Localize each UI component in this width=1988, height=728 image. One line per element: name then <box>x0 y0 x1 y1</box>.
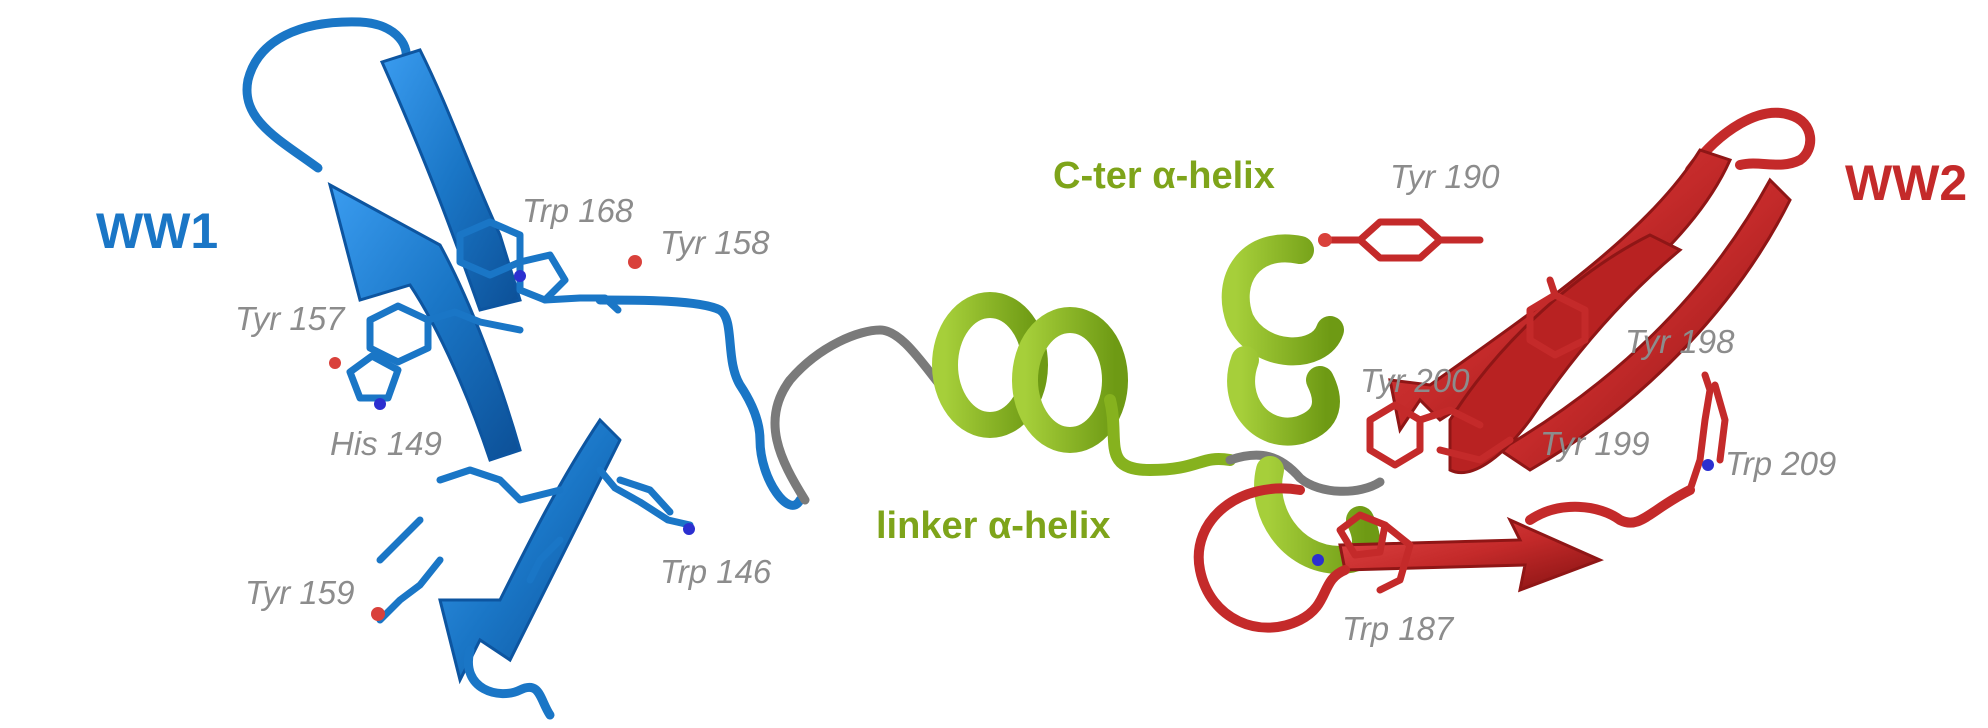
residue-label-his149: His 149 <box>330 425 442 462</box>
linker-to-ww2-gray-coil <box>1225 450 1385 496</box>
ww2-top-loop <box>1685 107 1816 175</box>
ww1-top-loop <box>242 17 411 173</box>
residue-label-tyr190: Tyr 190 <box>1390 158 1500 195</box>
ww1-label: WW1 <box>96 203 218 259</box>
residue-label-tyr198: Tyr 198 <box>1625 323 1735 360</box>
residue-label-tyr199: Tyr 199 <box>1540 425 1649 462</box>
cter-helix-label: C-ter α-helix <box>1053 155 1275 197</box>
cter-helix-structure <box>1221 234 1380 575</box>
ww2-beta-strand-3 <box>1338 516 1604 593</box>
ww1-bottom-loop <box>463 645 555 720</box>
residue-label-trp168: Trp 168 <box>522 192 634 229</box>
ww1-side-chains <box>346 218 694 624</box>
ww1-c-terminal-coil <box>595 295 805 510</box>
ww1-beta-strand-1 <box>379 48 522 312</box>
residue-label-tyr158: Tyr 158 <box>660 224 770 261</box>
ww2-domain-structure <box>1193 107 1816 633</box>
ww2-beta-strand-1 <box>1388 148 1733 434</box>
residue-label-tyr159: Tyr 159 <box>245 574 354 611</box>
linker-helix-structure <box>932 292 1236 477</box>
ww1-atoms <box>329 255 695 621</box>
linker-helix-label: linker α-helix <box>876 505 1111 547</box>
residue-label-tyr157: Tyr 157 <box>235 300 346 337</box>
residue-label-trp209: Trp 209 <box>1725 445 1836 482</box>
ww2-atoms <box>1312 233 1714 566</box>
linker-gray-coil <box>770 325 945 505</box>
ww1-domain-structure <box>242 17 805 720</box>
residue-label-trp146: Trp 146 <box>660 553 772 590</box>
ww1-beta-strand-3 <box>438 417 622 685</box>
ww2-left-loop <box>1193 483 1350 633</box>
ww2-c-terminal-coil <box>1525 485 1695 528</box>
residue-label-tyr200: Tyr 200 <box>1360 362 1470 399</box>
residue-label-trp187: Trp 187 <box>1342 610 1455 647</box>
ww2-label: WW2 <box>1845 155 1967 211</box>
ww2-side-chains <box>1321 218 1729 594</box>
ww2-beta-strand-2 <box>1497 177 1792 472</box>
